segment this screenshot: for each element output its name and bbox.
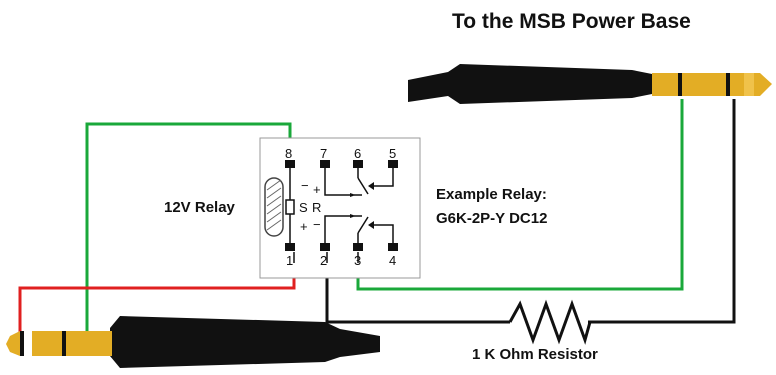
coil-oval [264,177,284,237]
example-relay-label: Example Relay: [436,186,547,203]
resistor-label: 1 K Ohm Resistor [472,346,598,363]
black-wire [325,99,736,324]
coil-minus-bottom: − [313,217,321,232]
pin-1: 1 [286,253,293,268]
audio-plug-top [408,64,772,104]
resistor-symbol [508,299,592,345]
pin-5: 5 [389,146,396,161]
pin-4: 4 [389,253,396,268]
audio-plug-bottom [6,316,380,368]
pin-7: 7 [320,146,327,161]
coil-minus-top: − [301,178,309,193]
pin-8: 8 [285,146,292,161]
coil-plus-bottom: + [300,219,308,234]
coil-r: R [312,200,321,215]
coil-plus-top: + [313,182,321,197]
relay-body: 8 7 6 5 1 2 3 4 + − S R + − [259,137,421,279]
relay-label: 12V Relay [164,199,235,216]
diagram-title: To the MSB Power Base [452,10,691,33]
coil-s: S [299,200,308,215]
green-wire-left [85,122,292,336]
pin-2: 2 [320,253,327,268]
pin-6: 6 [354,146,361,161]
pin-3: 3 [354,253,361,268]
example-relay-model: G6K-2P-Y DC12 [436,210,548,227]
